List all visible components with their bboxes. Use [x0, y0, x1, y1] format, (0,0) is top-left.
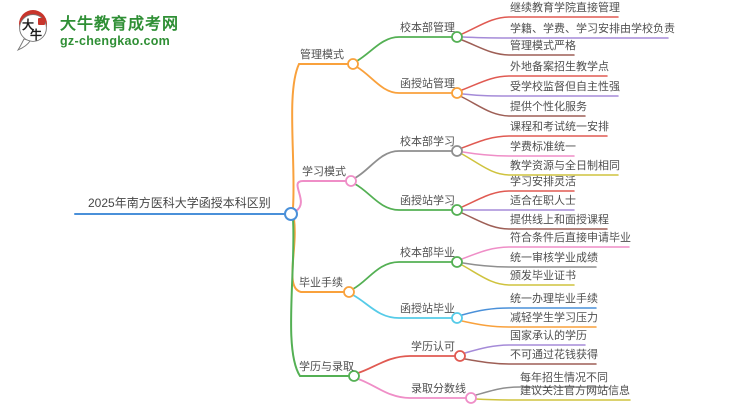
leaf-label: 受学校监督但自主性强	[510, 81, 620, 93]
leaf-label: 统一审核学业成绩	[510, 252, 598, 264]
site-title: 大牛教育成考网	[60, 15, 180, 33]
site-logo[interactable]: 大 牛 大牛教育成考网 gz-chengkao.com	[16, 10, 179, 52]
leaf-label: 外地备案招生教学点	[510, 61, 609, 73]
leaf-label: 学习安排灵活	[510, 176, 576, 188]
leaf-line	[464, 358, 597, 365]
leaf-label: 每年招生情况不同	[520, 372, 608, 384]
leaf-line	[461, 153, 619, 176]
subbranch-line	[354, 183, 453, 211]
leaf-line	[461, 16, 619, 35]
node-circle	[347, 58, 359, 70]
logo-seal	[38, 18, 45, 25]
subnode-label: 校本部管理	[400, 22, 455, 34]
branch-line-management	[291, 63, 348, 209]
leaf-line	[475, 398, 631, 401]
node-circle	[451, 87, 463, 99]
subnode-label: 校本部学习	[400, 136, 455, 148]
leaf-line	[462, 36, 669, 39]
subnode-label: 函授站管理	[400, 78, 455, 90]
leaf-line	[461, 320, 597, 328]
leaf-line	[461, 75, 608, 91]
leaf-line	[461, 39, 575, 56]
leaf-label: 提供个性化服务	[510, 101, 587, 113]
node-circle	[345, 175, 357, 187]
node-circle	[451, 204, 463, 216]
leaf-label: 学费标准统一	[510, 141, 576, 153]
node-circle	[451, 312, 463, 324]
leaf-label: 管理模式严格	[510, 40, 576, 52]
subnode-label: 校本部毕业	[400, 247, 455, 259]
leaf-label: 符合条件后直接申请毕业	[510, 232, 631, 244]
branch-label-graduation: 毕业手续	[299, 277, 343, 289]
bull-logo-icon: 大 牛	[16, 10, 47, 52]
leaf-line	[461, 246, 630, 260]
leaf-label: 学籍、学费、学习安排由学校负责	[510, 23, 675, 35]
leaf-line	[462, 151, 575, 157]
node-circle	[451, 256, 463, 268]
leaf-line	[461, 190, 575, 208]
leaf-label: 继续教育学院直接管理	[510, 2, 620, 14]
leaf-line	[461, 96, 586, 117]
subbranch-line	[357, 378, 467, 399]
subnode-label: 学历认可	[411, 341, 455, 353]
branch-line-study	[295, 180, 346, 212]
site-url: gz-chengkao.com	[60, 33, 171, 48]
subbranch-line	[354, 150, 453, 179]
leaf-line	[461, 135, 608, 149]
node-circle	[465, 392, 477, 404]
subbranch-line	[356, 66, 453, 94]
leaf-label: 不可通过花钱获得	[510, 349, 598, 361]
leaf-line	[461, 264, 575, 286]
leaf-label: 建议关注官方网站信息	[520, 385, 630, 397]
leaf-label: 减轻学生学习压力	[510, 312, 598, 324]
subbranch-line	[356, 36, 453, 62]
node-circle	[451, 31, 463, 43]
logo-char-2: 牛	[30, 27, 42, 42]
leaf-label: 提供线上和面授课程	[510, 214, 609, 226]
leaf-label: 教学资源与全日制相同	[510, 160, 620, 172]
node-circle	[348, 370, 360, 382]
leaf-line	[462, 93, 619, 97]
subnode-label: 函授站学习	[400, 195, 455, 207]
node-circle	[454, 350, 466, 362]
branch-label-study: 学习模式	[302, 166, 346, 178]
logo-char-1: 大	[22, 17, 34, 32]
subbranch-line	[357, 355, 456, 374]
leaf-label: 国家承认的学历	[510, 330, 587, 342]
branch-label-management: 管理模式	[300, 49, 344, 61]
leaf-line	[464, 344, 586, 354]
root-node-label: 2025年南方医科大学函授本科区别	[88, 196, 271, 210]
node-circle-root	[284, 207, 298, 221]
branch-label-degree: 学历与录取	[299, 361, 354, 373]
subbranch-line	[352, 294, 453, 319]
leaf-label: 课程和考试统一安排	[510, 121, 609, 133]
node-circle	[343, 286, 355, 298]
branch-line-degree	[290, 218, 349, 377]
leaf-label: 适合在职人士	[510, 195, 576, 207]
leaf-label: 统一办理毕业手续	[510, 293, 598, 305]
leaf-line	[461, 212, 608, 230]
subbranch-line	[352, 261, 453, 290]
subnode-label: 函授站毕业	[400, 303, 455, 315]
leaf-label: 颁发毕业证书	[510, 270, 576, 282]
logo-text-block: 大牛教育成考网 gz-chengkao.com	[60, 15, 179, 48]
logo-bubble-tail	[16, 38, 31, 52]
node-circle	[451, 145, 463, 157]
subnode-label: 录取分数线	[411, 383, 466, 395]
leaf-line	[475, 386, 609, 396]
leaf-line	[461, 307, 597, 316]
leaf-line	[462, 262, 597, 268]
